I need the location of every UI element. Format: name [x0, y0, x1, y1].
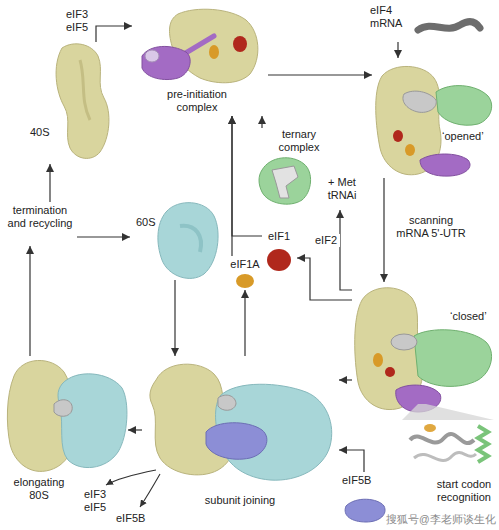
node-label: 40S	[30, 126, 54, 139]
complex-node: ‘opened’	[372, 58, 496, 178]
eif5b-factor	[206, 423, 267, 460]
eif5-factor	[145, 50, 159, 62]
complex-node: subunit joining	[142, 356, 339, 516]
eif5b-factor	[345, 499, 385, 522]
arrow-connector	[339, 450, 364, 472]
structure-ribbon	[424, 424, 436, 432]
trna	[391, 334, 417, 350]
node-label: termination and recycling	[4, 204, 76, 230]
structure-ribbon	[414, 453, 476, 461]
eif2-factor	[436, 86, 492, 126]
structure-ribbon	[410, 434, 474, 443]
complex-node: eIF1	[262, 228, 297, 274]
node-label: eIF1	[262, 230, 296, 243]
edge-label: eIF2	[312, 234, 340, 247]
eif1-factor	[267, 249, 291, 271]
subunit-shading	[80, 60, 90, 120]
arrow-connector	[397, 42, 398, 58]
eif3-factor	[142, 46, 190, 79]
mrna-strand	[418, 22, 480, 30]
large-subunit	[158, 203, 218, 279]
eif1a-factor	[405, 144, 415, 156]
arrow-connector	[244, 290, 245, 356]
callout-wedge	[402, 404, 494, 420]
complex-node: eIF1A	[228, 256, 263, 290]
node-label: pre-initiation complex	[152, 88, 242, 114]
subunit-shading	[180, 226, 201, 252]
complex-node: 40S	[28, 42, 116, 164]
eif1a-factor	[236, 274, 254, 288]
annotation-label: eIF3 eIF5	[84, 488, 112, 514]
complex-node: ‘closed’	[352, 282, 497, 414]
arrow-connector	[383, 178, 384, 282]
arrow-connector	[96, 26, 132, 42]
annotation-label: start codon recognition	[434, 478, 494, 504]
arrow-connector	[339, 379, 352, 380]
node-label: eIF5B	[342, 474, 382, 487]
arrow-connector	[49, 164, 50, 202]
complex-node: termination and recycling	[4, 202, 77, 246]
node-label: eIF4 mRNA	[370, 4, 404, 30]
complex-node: 60S	[130, 196, 220, 280]
eif1-factor	[385, 367, 395, 377]
complex-node: eIF4 mRNA	[368, 2, 486, 42]
annotation-label: eIF5B	[116, 512, 150, 525]
eif2-factor	[259, 158, 311, 204]
eif1a-factor	[209, 45, 219, 59]
node-label: ‘closed’	[450, 310, 496, 323]
arrow-connector	[77, 236, 130, 237]
arrow-connector	[340, 210, 352, 290]
trna	[403, 91, 436, 112]
trna	[218, 395, 236, 410]
release-arrow	[106, 470, 156, 485]
large-subunit	[58, 374, 127, 468]
arrow-connector	[297, 258, 352, 300]
watermark: 搜狐号@李老师谈生化	[386, 513, 496, 526]
arrow-connector	[261, 116, 262, 128]
node-label: + Met tRNAi	[322, 176, 362, 202]
edge-label: eIF3 eIF5	[62, 8, 92, 34]
small-subunit	[56, 44, 109, 159]
complex-node: elongating 80S	[4, 356, 128, 504]
arrow-connector	[268, 74, 372, 75]
node-label: elongating 80S	[8, 476, 70, 502]
arrow-connector	[29, 246, 30, 356]
release-arrow	[140, 474, 160, 507]
complex-node: pre-initiation complex	[132, 6, 268, 116]
complex-node: eIF5B	[340, 472, 388, 528]
eif2-factor	[414, 330, 492, 387]
helix-ribbon	[478, 426, 488, 462]
edge-label: scanning mRNA 5'-UTR	[392, 214, 470, 240]
small-subunit	[7, 360, 74, 471]
arrow-connector	[232, 116, 262, 236]
arrow-connector	[174, 280, 175, 356]
node-label: ‘opened’	[442, 130, 494, 143]
node-label: eIF1A	[228, 258, 262, 271]
met-trna	[272, 166, 298, 198]
node-label: 60S	[136, 216, 160, 229]
eif1-factor	[393, 130, 403, 142]
eif1-factor	[233, 36, 247, 52]
trna	[54, 400, 72, 417]
eif1a-factor	[373, 353, 383, 367]
arrow-connector	[128, 429, 142, 430]
complex-node: ternary complex + Met tRNAi	[252, 128, 370, 210]
arrow-connector	[231, 116, 232, 256]
node-label: subunit joining	[142, 494, 338, 507]
node-label: ternary complex	[274, 128, 324, 154]
eif3-factor	[420, 154, 470, 176]
